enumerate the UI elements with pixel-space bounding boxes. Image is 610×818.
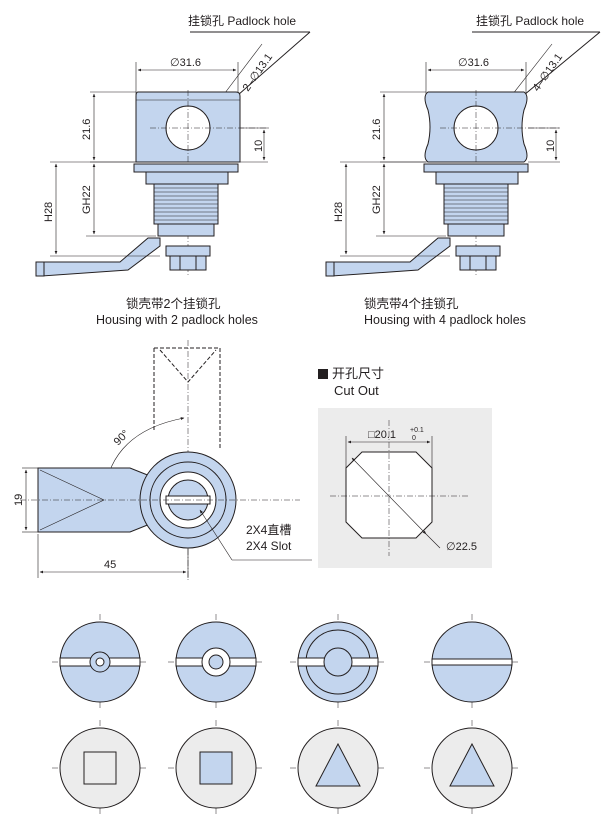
cutout-dims-text: □20.1 +0.1 0 ∅22.5 — [368, 427, 477, 553]
cutout-tol-lower: 0 — [412, 435, 416, 442]
dim-thread-left: GH22 — [81, 185, 93, 214]
cutout-diagram — [318, 408, 492, 568]
front-view — [20, 340, 312, 580]
dim-total-right: H28 — [333, 202, 345, 222]
cutout-tol-upper: +0.1 — [410, 427, 424, 434]
insert-triangle-2 — [424, 720, 520, 816]
caption-four-holes-zh: 锁壳带4个挂锁孔 — [364, 297, 459, 311]
dim-holes-4: 4–∅13.1 — [531, 51, 566, 93]
dim-hole-right: 10 — [545, 140, 557, 152]
dim-front-height: 19 — [13, 494, 25, 506]
caption-four-holes-en: Housing with 4 padlock holes — [364, 313, 526, 327]
dim-upper-left: 21.6 — [81, 119, 93, 140]
side-view-2-holes — [35, 31, 311, 277]
cutout-title-en: Cut Out — [334, 383, 379, 398]
insert-slot-plain — [424, 614, 520, 710]
callout-padlock-hole-right: 挂锁孔 Padlock hole — [476, 14, 585, 28]
dim-thread-right: GH22 — [371, 185, 383, 214]
dim-rotation: 90° — [112, 428, 132, 448]
cutout-title-zh: 开孔尺寸 — [318, 366, 384, 382]
callout-padlock-hole-left: 挂锁孔 Padlock hole — [188, 14, 297, 28]
insert-slot-small-pin — [52, 614, 148, 710]
insert-variants-row-1 — [52, 614, 520, 710]
dim-hole-left: 10 — [253, 140, 265, 152]
cutout-title-zh-text: 开孔尺寸 — [332, 366, 385, 381]
insert-square-small — [52, 720, 148, 816]
dim-upper-right: 21.6 — [371, 119, 383, 140]
dim-total-left: H28 — [43, 202, 55, 222]
insert-triangle-1 — [290, 720, 386, 816]
insert-variants-row-2 — [52, 720, 520, 816]
insert-slot-ring — [290, 614, 386, 710]
caption-two-holes-zh: 锁壳带2个挂锁孔 — [126, 297, 221, 311]
insert-slot-large-pin — [168, 614, 264, 710]
side-view-4-holes — [325, 31, 601, 277]
dim-width-left: ∅31.6 — [170, 57, 201, 69]
cutout-diameter: ∅22.5 — [446, 541, 477, 553]
cutout-square: □20.1 — [368, 429, 396, 441]
dim-width-right: ∅31.6 — [458, 57, 489, 69]
insert-square-filled — [168, 720, 264, 816]
dim-holes-2: 2–∅13.1 — [241, 51, 276, 93]
dim-front-width: 45 — [104, 559, 116, 571]
slot-label-zh: 2X4直槽 — [246, 523, 292, 537]
caption-two-holes-en: Housing with 2 padlock holes — [96, 313, 258, 327]
square-bullet-icon — [318, 369, 328, 379]
slot-label-en: 2X4 Slot — [246, 539, 292, 553]
